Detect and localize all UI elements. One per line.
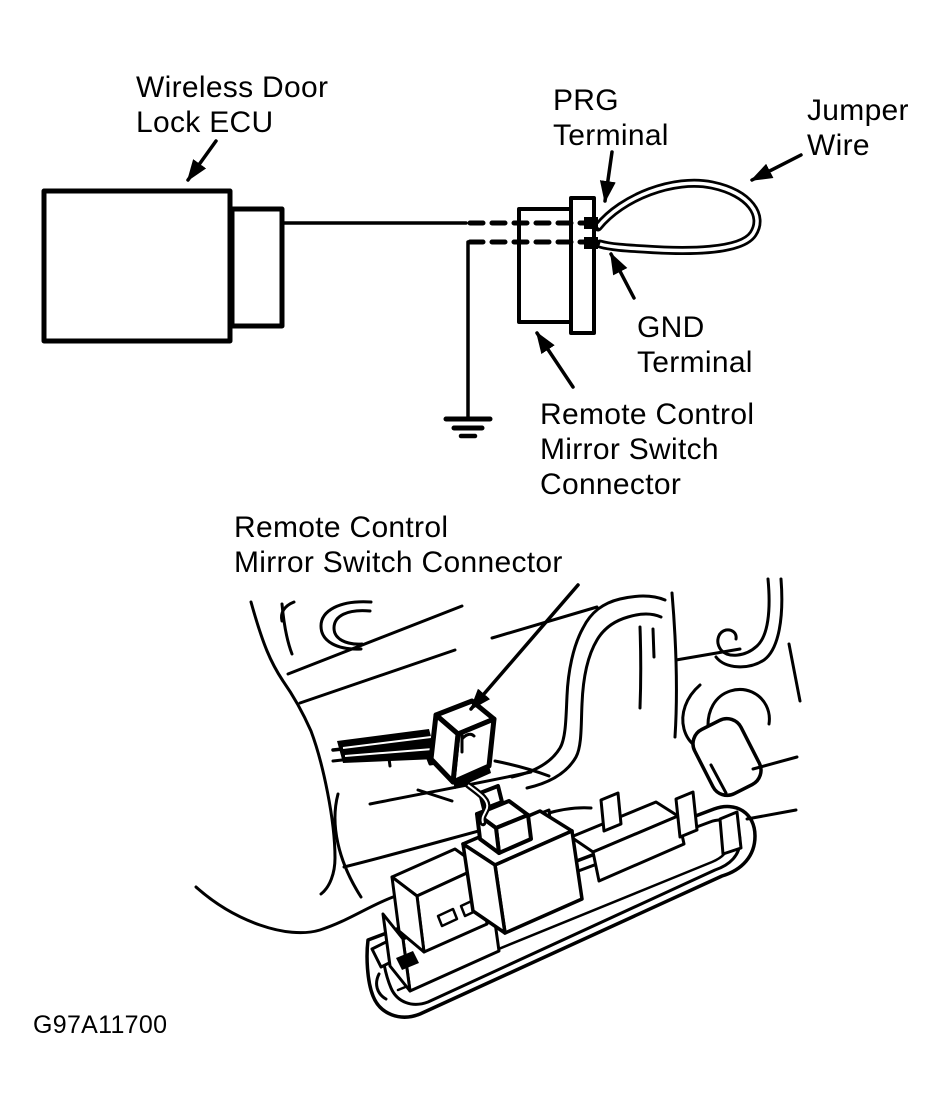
- mirror-switch-side: [461, 842, 507, 935]
- mirror-switch-connector-illustration: [428, 698, 497, 789]
- tray-tab-3: [718, 810, 743, 856]
- vent-arc-inner: [332, 609, 372, 646]
- leader-arrows: [186, 139, 803, 711]
- pillar-hook-outer: [716, 577, 771, 657]
- left-switch-shadow: [396, 951, 419, 970]
- opening-left-edge: [333, 792, 363, 899]
- connector-notch: [460, 732, 476, 754]
- door-frame-tick-1: [638, 625, 643, 710]
- terminal-strip: [569, 196, 596, 335]
- door-frame-right-edge: [670, 591, 678, 739]
- handle-grip: [691, 716, 763, 798]
- console-left-edge: [249, 600, 337, 896]
- trim-line-right-2: [745, 808, 798, 821]
- connector-label-illustration: Remote Control Mirror Switch Connector: [234, 511, 563, 579]
- mirror-switch-connector-body: [517, 207, 574, 324]
- mirror-switch: [461, 809, 584, 935]
- ecu-box: [41, 188, 233, 344]
- door-frame-tick-2: [651, 627, 656, 659]
- panel-lip-right: [493, 759, 551, 778]
- pillar-tick: [787, 642, 802, 703]
- connector-label-schematic: Remote Control Mirror Switch Connector: [540, 398, 755, 501]
- connector-wire: [464, 781, 491, 827]
- dash-seam-1: [286, 604, 464, 676]
- wiring-schematic: [41, 178, 762, 439]
- connector-arrow-schematic: [535, 331, 575, 389]
- door-frame-inner: [525, 612, 663, 790]
- ecu-connector-box: [229, 206, 285, 329]
- dash-seam-2: [298, 605, 599, 705]
- ground-symbol: [443, 416, 493, 439]
- jumper-wire-label: Jumper Wire: [807, 94, 909, 162]
- dash-corner-piece: [280, 600, 296, 623]
- tray-rim-outer: [365, 804, 757, 1019]
- wiring-harness: [337, 729, 437, 763]
- jumper-wire-arrow: [750, 153, 803, 182]
- jumper-wire-loop: [593, 178, 762, 255]
- tray-tab-1: [599, 791, 623, 833]
- prg-terminal-label: PRG Terminal: [553, 84, 669, 152]
- location-illustration: [194, 577, 802, 1019]
- gnd-terminal-arrow: [609, 252, 636, 300]
- floor-curve: [194, 885, 395, 935]
- handle-grip-line: [709, 763, 728, 795]
- prg-terminal-arrow: [599, 150, 616, 203]
- gnd-terminal-contact: [584, 237, 598, 249]
- door-frame-outer: [510, 594, 667, 779]
- gnd-terminal-label: GND Terminal: [637, 311, 753, 379]
- ecu-label: Wireless Door Lock ECU: [136, 71, 329, 139]
- tray-tab-2: [674, 790, 699, 839]
- relay-block-front: [591, 814, 686, 883]
- opening-lower-edge: [368, 770, 533, 806]
- trim-line-right-1: [751, 755, 799, 771]
- vent-arc-outer: [319, 600, 373, 651]
- tray-clip-left-curve: [375, 972, 388, 1001]
- connector-arrow-illustration: [469, 583, 580, 711]
- opening-step: [416, 788, 454, 803]
- ecu-arrow: [186, 139, 218, 182]
- figure-code: G97A11700: [33, 1011, 168, 1039]
- door-sill-line: [674, 647, 742, 662]
- connector-bottom-band: [453, 766, 491, 789]
- pillar-hook-inner: [714, 577, 784, 669]
- left-switch-side: [390, 875, 426, 954]
- prg-terminal-contact: [584, 217, 598, 229]
